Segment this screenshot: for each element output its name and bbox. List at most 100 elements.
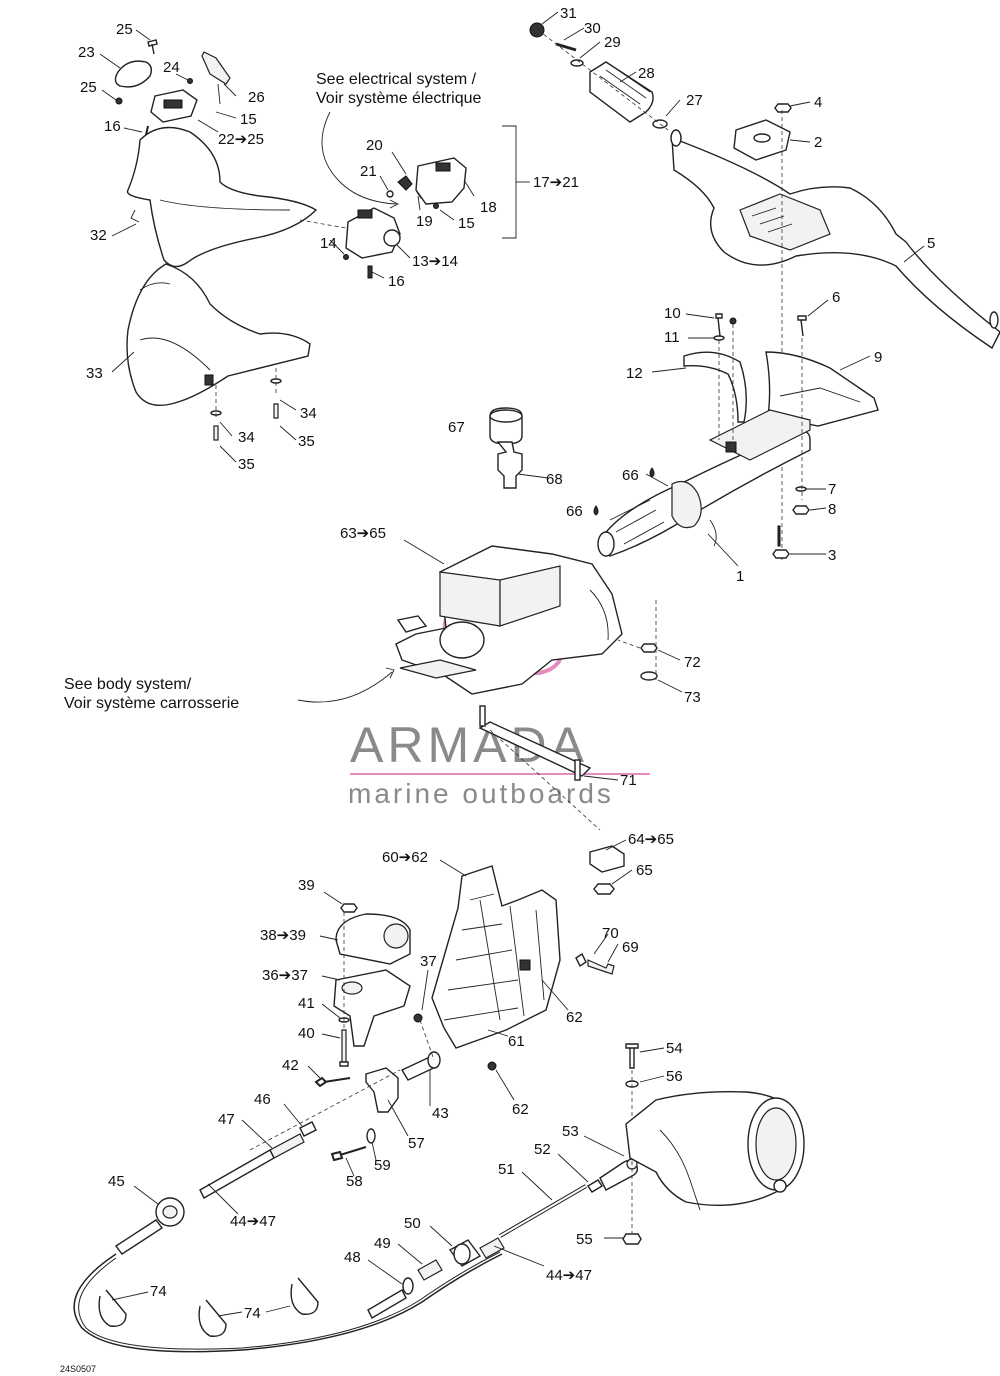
callout: 4 <box>814 94 822 111</box>
leader-64 <box>605 839 627 851</box>
callout: 3 <box>828 547 836 564</box>
callout: 11 <box>664 329 680 346</box>
leader-25b <box>101 89 117 101</box>
leader-33 <box>111 351 135 373</box>
body-arrow-icon <box>385 667 395 679</box>
callout: 62 <box>566 1009 583 1026</box>
callout: 22➔25 <box>218 131 264 148</box>
figure-id: 24S0507 <box>60 1364 96 1374</box>
nut-31-icon <box>529 22 545 38</box>
group-bracket-17-21 <box>502 125 517 239</box>
callout: 8 <box>828 501 836 518</box>
callout: 16 <box>104 118 121 135</box>
leader-45 <box>133 1185 159 1205</box>
callout: 30 <box>584 20 601 37</box>
callout: 73 <box>684 689 701 706</box>
callout: 29 <box>604 34 621 51</box>
leader-62b <box>495 1069 515 1101</box>
clip-49-icon <box>417 1259 443 1281</box>
bolt-54-icon <box>625 1043 639 1069</box>
console-63-opening-icon <box>439 621 485 659</box>
nut-55-icon <box>622 1233 642 1245</box>
cover-32-icon <box>126 126 318 268</box>
leader-74c <box>265 1305 291 1313</box>
leader-22 <box>197 119 219 133</box>
callout: 66 <box>622 467 639 484</box>
cable-end-47-icon <box>269 1133 305 1159</box>
spring-21-icon <box>386 190 394 198</box>
washer-70-icon <box>575 952 587 968</box>
nut-25-icon <box>115 97 123 105</box>
leader-12 <box>651 367 687 373</box>
steering-cable <box>73 1043 805 1353</box>
cover-32-edge-icon <box>159 199 291 211</box>
callout: 74 <box>150 1283 167 1300</box>
callout: 59 <box>374 1157 391 1174</box>
callout: 13➔14 <box>412 253 458 270</box>
callout: 70 <box>602 925 619 942</box>
leader-70 <box>593 933 609 955</box>
callout: 5 <box>927 235 935 252</box>
callout: 57 <box>408 1135 425 1152</box>
callout: 68 <box>546 471 563 488</box>
leader-42 <box>307 1065 321 1079</box>
body-pointer <box>297 671 393 703</box>
callout: 15 <box>458 215 475 232</box>
bumper-67-top-icon <box>489 409 523 423</box>
body-note-fr: Voir système carrosserie <box>64 695 239 712</box>
stem-tube-1-ridges-icon <box>609 499 665 545</box>
callout: 26 <box>248 89 265 106</box>
block-64-icon <box>589 845 625 873</box>
leader-28 <box>619 71 637 83</box>
callout: 61 <box>508 1033 525 1050</box>
washer-11-icon <box>713 335 725 341</box>
screw-35a-icon <box>273 403 279 419</box>
callout: 44➔47 <box>546 1267 592 1284</box>
cable-sheath-47-icon <box>199 1149 275 1199</box>
leader-47 <box>241 1119 273 1149</box>
leader-51 <box>521 1171 553 1201</box>
cover-9-ribs-icon <box>779 387 861 403</box>
leader-58 <box>345 1157 355 1177</box>
washer-59-icon <box>366 1128 376 1144</box>
nut-block-parts <box>589 845 625 895</box>
stopper-68-icon <box>496 441 523 489</box>
callout: 25 <box>116 21 133 38</box>
swivel-45-bore-icon <box>162 1205 178 1219</box>
callout-labels: 25 23 24 25 26 16 15 22➔25 31 30 29 28 2… <box>78 5 935 1322</box>
grip-28-ridges-icon <box>599 65 651 105</box>
handlebar-5-knurl-icon <box>751 207 793 233</box>
cable-51-core-icon <box>499 1185 587 1237</box>
screw-10b-icon <box>729 317 737 325</box>
callout: 24 <box>163 59 180 76</box>
watermark-tagline: marine outboards <box>348 778 614 809</box>
callout: 9 <box>874 349 882 366</box>
electrical-note-en: See electrical system / <box>316 71 477 88</box>
console-assembly <box>297 545 658 831</box>
steering-stem-assembly <box>593 313 879 559</box>
leader-41 <box>321 1003 341 1019</box>
grease-66a-icon <box>649 467 655 478</box>
leader-32 <box>111 223 137 237</box>
leader-52 <box>557 1153 589 1183</box>
leader-56 <box>639 1075 665 1083</box>
plate-71-icon <box>478 721 592 777</box>
leader-61 <box>487 1029 509 1037</box>
leader-72 <box>657 649 681 661</box>
callout: 16 <box>388 273 405 290</box>
leader-15 <box>215 111 237 119</box>
console-63-base-icon <box>399 659 477 679</box>
guide-grip <box>537 29 669 131</box>
leader-53 <box>583 1135 625 1157</box>
callout: 18 <box>480 199 497 216</box>
bracket-60-ribs-v-icon <box>479 899 545 1021</box>
guide-housing <box>299 219 347 229</box>
screw-26-icon <box>217 83 221 105</box>
nozzle-mouth-inner-icon <box>755 1107 797 1181</box>
callout: 62 <box>512 1101 529 1118</box>
washer-29-icon <box>570 59 584 67</box>
bracket-60-icon <box>431 865 561 1049</box>
leader-21 <box>379 175 389 191</box>
leader-13 <box>395 243 411 259</box>
